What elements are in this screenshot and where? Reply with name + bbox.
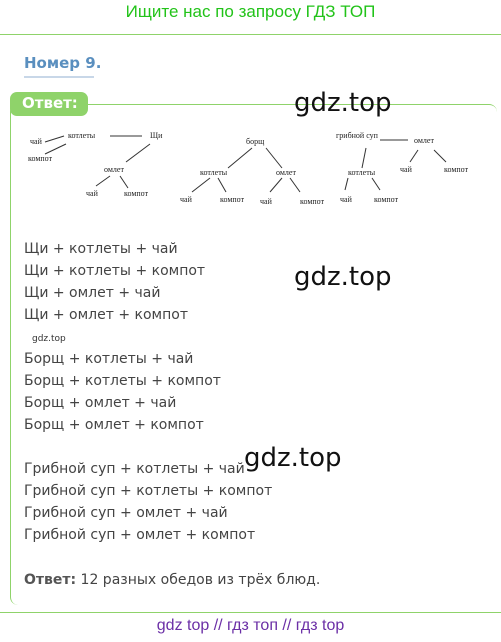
tree-label: котлеты <box>348 168 376 177</box>
tree-label: компот <box>124 189 149 198</box>
top-banner: Ищите нас по запросу ГДЗ ТОП <box>0 0 501 35</box>
watermark: gdz.top <box>294 262 392 292</box>
answer-badge: Ответ: <box>10 92 88 116</box>
watermark: gdz.top <box>294 88 392 118</box>
tree-label: компот <box>374 195 399 204</box>
answer-box <box>10 104 497 605</box>
combination-line: Борщ + котлеты + компот <box>24 373 221 389</box>
tree-label: чай <box>260 197 273 206</box>
tree-label: чай <box>86 189 99 198</box>
combination-line: Грибной суп + омлет + компот <box>24 527 256 543</box>
task-title: Номер 9. <box>24 54 102 72</box>
tree-label: компот <box>28 154 53 163</box>
combination-line: Щи + котлеты + компот <box>24 263 206 279</box>
answer-badge-label: Ответ: <box>22 94 78 112</box>
footer: gdz top // гдз топ // гдз top <box>0 612 501 642</box>
final-answer-label: Ответ: <box>24 572 77 588</box>
tree-label: чай <box>400 165 413 174</box>
tree-label: чай <box>180 195 193 204</box>
tree-label: компот <box>220 195 245 204</box>
footer-text: gdz top // гдз топ // гдз top <box>156 617 345 634</box>
final-answer-text: 12 разных обедов из трёх блюд. <box>76 572 321 588</box>
combination-line: Борщ + омлет + компот <box>24 417 204 433</box>
final-answer: Ответ: 12 разных обедов из трёх блюд. <box>24 572 320 588</box>
tree-label: грибной суп <box>336 131 379 140</box>
tree-label: омлет <box>276 168 296 177</box>
tree-label: чай <box>30 137 43 146</box>
combination-line: Грибной суп + омлет + чай <box>24 505 228 521</box>
small-watermark: gdz.top <box>32 334 66 344</box>
watermark: gdz.top <box>244 443 342 473</box>
combination-line: Грибной суп + котлеты + компот <box>24 483 273 499</box>
tree-label: омлет <box>414 136 434 145</box>
tree-label: котлеты <box>200 168 228 177</box>
choice-trees-diagram: чай компот котлеты Щи омлет чай компот б… <box>28 131 469 206</box>
combination-line: Щи + омлет + компот <box>24 307 188 323</box>
tree-label: котлеты <box>68 131 96 140</box>
combination-line: Борщ + омлет + чай <box>24 395 177 411</box>
combination-line: Грибной суп + котлеты + чай <box>24 461 245 477</box>
tree-label: омлет <box>104 165 124 174</box>
tree-label: компот <box>300 197 325 206</box>
banner-text: Ищите нас по запросу ГДЗ ТОП <box>125 2 376 21</box>
tree-label: компот <box>444 165 469 174</box>
tree-label: Щи <box>150 131 163 140</box>
tree-label: чай <box>340 195 353 204</box>
combination-line: Борщ + котлеты + чай <box>24 351 194 367</box>
combination-line: Щи + котлеты + чай <box>24 241 178 257</box>
tree-label: борщ <box>246 137 264 146</box>
combination-line: Щи + омлет + чай <box>24 285 161 301</box>
title-underline <box>24 76 94 78</box>
